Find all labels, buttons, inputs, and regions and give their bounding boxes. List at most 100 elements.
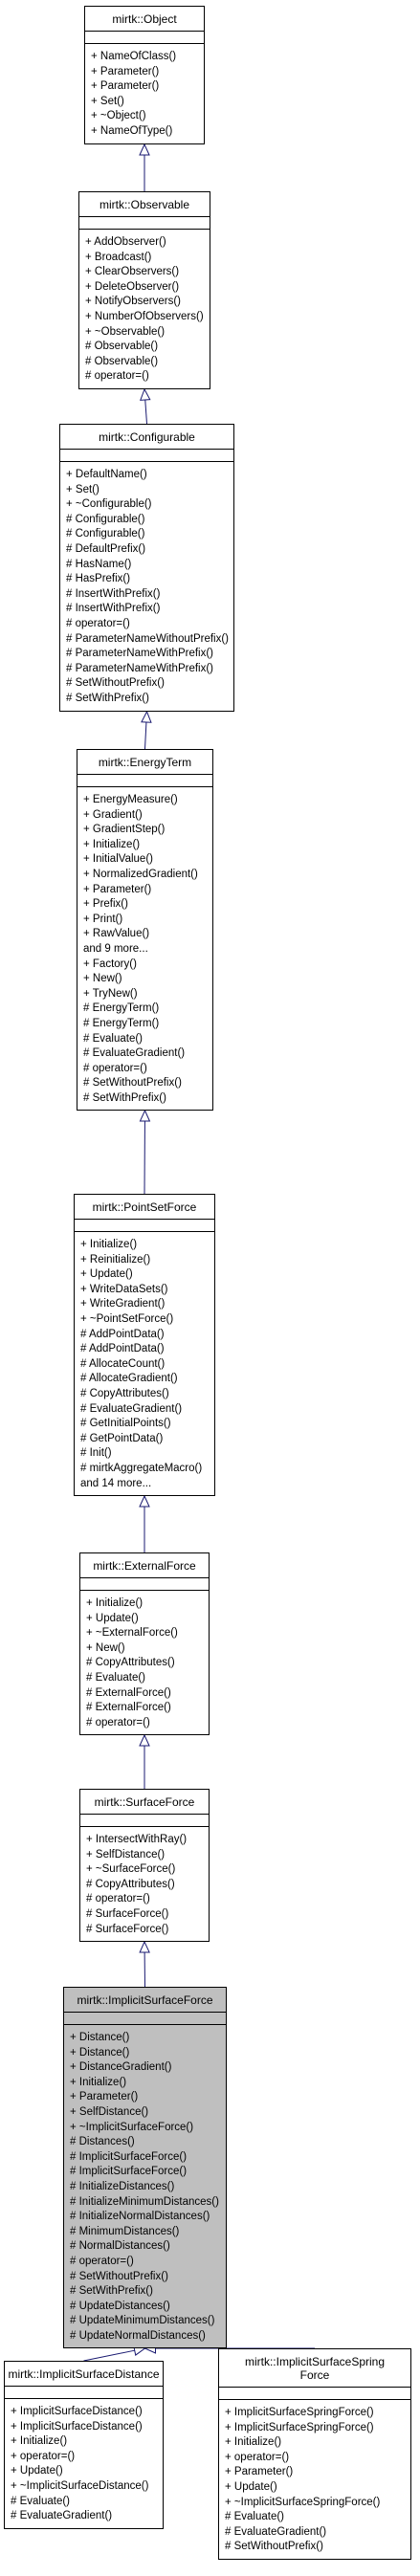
class-operations: + Distance() + Distance() + DistanceGradie… (64, 2025, 226, 2347)
class-attributes (79, 217, 210, 230)
class-operation: + Distance() (70, 2032, 130, 2043)
class-box-implicit-surface-distance[interactable]: mirtk::ImplicitSurfaceDistance + Implici… (4, 2361, 164, 2529)
class-operations: + Initialize()+ Update()+ ~ExternalForce… (80, 1591, 209, 1734)
class-box-configurable[interactable]: mirtk::Configurable + DefaultName()+ Set… (59, 424, 234, 712)
class-operation: + RawValue() (83, 928, 150, 940)
inheritance-arrowhead (139, 143, 150, 156)
class-operation: + IntersectWithRay() (86, 1834, 188, 1845)
class-operation: # ExternalForce() (86, 1702, 171, 1714)
class-box-point-set-force[interactable]: mirtk::PointSetForce + Initialize()+ Rei… (74, 1194, 215, 1497)
class-attributes (80, 1815, 209, 1827)
class-operation: # SetWithPrefix() (83, 1091, 166, 1104)
class-operation: # EvaluateGradient() (225, 2525, 327, 2538)
inheritance-arrowhead (140, 387, 151, 401)
class-operation: # Evaluate() (86, 1671, 146, 1684)
class-attributes (64, 2013, 226, 2025)
class-operation: # ParameterNameWithoutPrefix() (66, 632, 229, 645)
edge-surface-force-to-external-force (139, 1733, 150, 1789)
class-operation: + NormalizedGradient() (83, 868, 198, 880)
class-box-implicit-surface-force[interactable]: mirtk::ImplicitSurfaceForce + Distance()… (63, 1987, 227, 2349)
class-operation: + Parameter() (70, 2091, 139, 2103)
class-operation: # InsertWithPrefix() (66, 603, 161, 615)
class-operation: + Broadcast() (85, 251, 152, 263)
class-attributes (5, 2387, 163, 2399)
class-operation: + InitialValue() (83, 853, 153, 866)
class-attributes (77, 775, 212, 787)
class-title: mirtk::SurfaceForce (80, 1790, 209, 1815)
class-operation: + Factory() (83, 958, 137, 970)
class-operation: # Init() (80, 1447, 112, 1460)
class-operation: + SelfDistance() (86, 1848, 166, 1860)
class-operation: # GetInitialPoints() (80, 1418, 171, 1430)
class-operations: + ImplicitSurfaceSpringForce()+ Implicit… (219, 2400, 410, 2559)
class-operation: # ImplicitSurfaceForce() (70, 2150, 188, 2163)
class-operation: + Distance() (70, 2046, 130, 2059)
class-operation: # Observable() (85, 341, 159, 353)
class-operations: + IntersectWithRay() + SelfDistance() + ~S… (80, 1827, 209, 1941)
class-operation: + Initialize() (80, 1239, 138, 1250)
class-operation: # EvaluateGradient() (83, 1047, 186, 1060)
class-operation: # EnergyTerm() (83, 1017, 160, 1029)
class-operation: # SurfaceForce() (86, 1923, 169, 1935)
edge-point-set-force-to-energy-term (139, 1109, 151, 1195)
class-operation: # SetWithoutPrefix() (66, 677, 165, 690)
class-operations: + ImplicitSurfaceDistance()+ ImplicitSur… (5, 2399, 163, 2528)
class-operation: + DefaultName() (66, 469, 147, 480)
class-operation: # SetWithPrefix() (66, 692, 149, 704)
class-operation: # GetPointData() (80, 1432, 164, 1444)
class-operation: + ~Object() (91, 110, 146, 122)
class-operation: + Set() (66, 483, 99, 495)
class-operation: + Initialize() (11, 2435, 68, 2448)
class-attributes (75, 1220, 214, 1232)
class-operation: + DeleteObserver() (85, 280, 180, 293)
class-operation: # operator=() (86, 1716, 150, 1728)
class-title: mirtk::Object (85, 7, 204, 32)
class-box-external-force[interactable]: mirtk::ExternalForce + Initialize()+ Upd… (79, 1552, 210, 1736)
class-operation: # Configurable() (66, 528, 145, 540)
class-operation: # ExternalForce() (86, 1686, 171, 1699)
class-operations: + EnergyMeasure()+ Gradient()+ GradientS… (77, 787, 212, 1110)
class-operation: + ClearObservers() (85, 266, 180, 278)
class-operation: # Evaluate() (83, 1032, 144, 1045)
class-operation: + Set() (91, 95, 124, 107)
class-box-surface-force[interactable]: mirtk::SurfaceForce + IntersectWithRay()… (79, 1789, 210, 1943)
class-operation: + ~SurfaceForce() (86, 1863, 176, 1876)
class-operation: # AddPointData() (80, 1343, 165, 1355)
class-operation: # UpdateMinimumDistances() (70, 2315, 215, 2327)
class-box-implicit-surface-spring-force[interactable]: mirtk::ImplicitSurfaceSpring Force + Imp… (218, 2348, 411, 2560)
class-operations: + AddObserver()+ Broadcast()+ ClearObser… (79, 230, 210, 388)
class-operation: + Update() (86, 1612, 139, 1624)
class-operation: # SurfaceForce() (86, 1907, 169, 1920)
class-title: mirtk::EnergyTerm (77, 750, 212, 775)
class-operation: # AllocateGradient() (80, 1373, 178, 1385)
class-box-observable[interactable]: mirtk::Observable + AddObserver()+ Broad… (78, 191, 210, 389)
edge-configurable-to-observable (140, 387, 151, 425)
class-operation: + ImplicitSurfaceSpringForce() (225, 2421, 374, 2433)
class-operation: + DistanceGradient() (70, 2061, 172, 2074)
class-operation: + ~ImplicitSurfaceForce() (70, 2121, 194, 2133)
class-operation: # EnergyTerm() (83, 1002, 160, 1015)
class-operation: + operator=() (225, 2451, 290, 2463)
class-operation: + Update() (11, 2465, 63, 2477)
class-operation: + ~ExternalForce() (86, 1627, 178, 1640)
class-operation: + ImplicitSurfaceDistance() (11, 2420, 143, 2433)
class-box-object[interactable]: mirtk::Object + NameOfClass()+ Parameter… (84, 6, 205, 144)
class-operation: + NumberOfObservers() (85, 310, 204, 322)
class-operation: + EnergyMeasure() (83, 794, 178, 805)
class-operation: + GradientStep() (83, 824, 166, 836)
class-operations: + NameOfClass()+ Parameter()+ Parameter(… (85, 44, 204, 143)
class-operation: # ParameterNameWithPrefix() (66, 662, 214, 674)
edge-observable-to-object (139, 143, 150, 191)
class-operation: # SetWithoutPrefix() (225, 2541, 323, 2553)
class-operation: # InitializeDistances() (70, 2180, 175, 2192)
class-operation: + Update() (225, 2480, 277, 2493)
class-attributes (80, 1578, 209, 1591)
class-operation: # InitializeMinimumDistances() (70, 2195, 219, 2208)
class-operation: + Parameter() (225, 2466, 294, 2478)
class-operation: # operator=() (83, 1062, 147, 1074)
class-box-energy-term[interactable]: mirtk::EnergyTerm + EnergyMeasure()+ Gra… (77, 749, 213, 1112)
class-operation: # InsertWithPrefix() (66, 587, 161, 600)
class-operation: # ImplicitSurfaceForce() (70, 2166, 188, 2178)
edge-implicit-surface-force-to-surface-force (139, 1940, 150, 1988)
class-operation: # CopyAttributes() (80, 1387, 169, 1399)
